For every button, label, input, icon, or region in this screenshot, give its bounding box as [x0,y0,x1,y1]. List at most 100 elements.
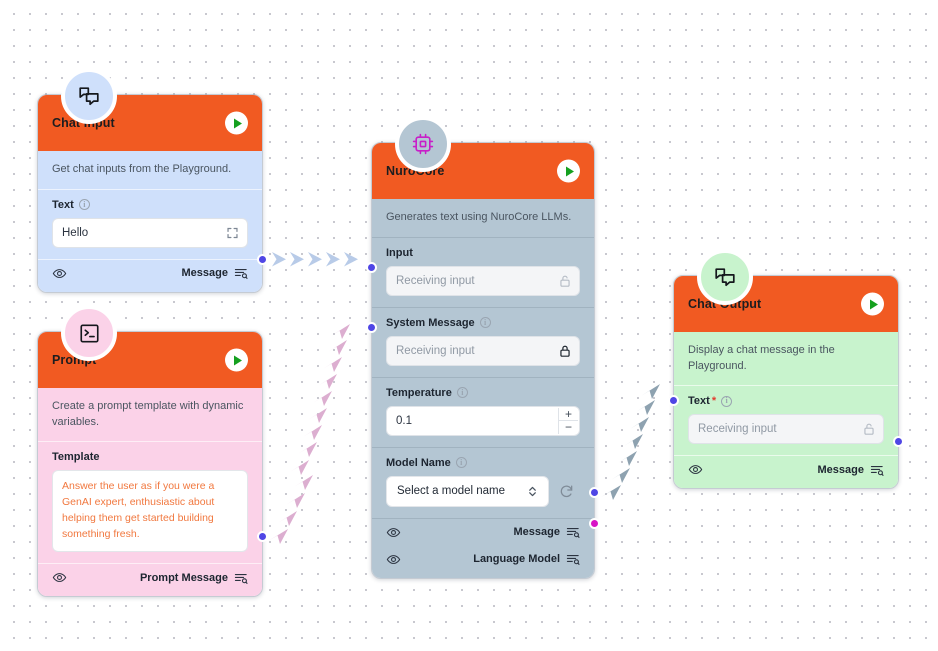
run-button[interactable] [861,292,884,316]
divider [674,385,898,387]
eye-icon[interactable] [52,570,67,585]
node-nurocore[interactable]: NuroCore Generates text using NuroCore L… [366,116,600,579]
field-system-message: System Message i Receiving input [372,308,594,377]
node-chat-input[interactable]: Chat Input Get chat inputs from the Play… [37,68,268,293]
input-handle-input[interactable] [366,262,377,273]
text-input[interactable]: Receiving input [688,414,884,445]
output-row-message: Message [38,260,262,287]
system-message-field[interactable]: Receiving input [386,335,580,366]
model-name-value: Select a model name [397,485,506,498]
output-port-label: Prompt Message [140,572,248,584]
output-row-message: Message [372,519,594,546]
input-handle-system-message[interactable] [366,322,377,333]
output-label-text: Prompt Message [139,571,228,584]
field-input: Input Receiving input [372,238,594,307]
template-textarea[interactable]: Answer the user as if you were a GenAI e… [52,470,248,553]
run-button[interactable] [225,111,248,135]
divider [372,236,594,238]
chat-bubbles-icon [715,268,735,287]
field-label: Text i [52,199,248,211]
info-icon[interactable]: i [456,387,468,399]
divider [38,441,262,443]
info-icon[interactable]: i [78,199,90,211]
field-label-text: Model Name [386,456,451,469]
expand-icon[interactable] [226,226,239,239]
field-label: Temperature i [386,387,580,399]
divider [372,517,594,519]
output-label-text: Message [181,267,228,280]
node-chat-output[interactable]: Chat Output Display a chat message in th… [668,249,904,490]
temperature-value: 0.1 [396,414,412,427]
output-list-icon [566,528,580,538]
info-icon[interactable]: i [721,395,733,407]
output-label-text: Message [513,526,560,539]
field-label-text: Template [52,451,100,464]
output-handle-message[interactable] [257,254,268,265]
divider [372,376,594,378]
output-row-message: Message [674,456,898,483]
edge-chat-input-arrows [272,252,358,267]
input-placeholder: Receiving input [698,423,777,436]
info-icon[interactable]: i [455,457,467,469]
node-prompt[interactable]: Prompt Create a prompt template with dyn… [37,305,268,598]
field-label-text: System Message [386,316,475,329]
cpu-chip-icon [412,133,434,155]
text-input-value: Hello [62,226,89,239]
info-icon[interactable]: i [479,317,491,329]
terminal-icon [79,323,99,343]
divider [38,258,262,260]
temperature-stepper[interactable]: + − [558,407,578,435]
output-row-language-model: Language Model [372,546,594,573]
node-description: Display a chat message in the Playground… [688,344,835,372]
text-input[interactable]: Hello [52,217,248,248]
output-handle-message[interactable] [893,436,904,447]
refresh-icon[interactable] [559,484,574,499]
lock-closed-icon [559,344,571,357]
play-icon [233,355,242,365]
lock-open-icon [863,423,875,436]
node-icon-badge [395,116,451,172]
model-name-select[interactable]: Select a model name [386,475,549,507]
temperature-input[interactable]: 0.1 + − [386,405,580,436]
field-label: Template [52,451,248,463]
field-label-text: Text [52,198,74,211]
divider [674,455,898,457]
node-icon-badge [61,68,117,124]
output-handle-language-model[interactable] [589,518,600,529]
eye-icon[interactable] [52,266,67,281]
field-label: Text * i [688,395,884,407]
output-list-icon [566,555,580,565]
divider [38,188,262,190]
output-list-icon [234,269,248,279]
output-handle-prompt-message[interactable] [257,531,268,542]
eye-icon[interactable] [688,462,703,477]
output-handle-message[interactable] [589,487,600,498]
eye-icon[interactable] [386,525,401,540]
output-label-text: Language Model [473,553,560,566]
node-icon-badge [697,249,753,305]
field-label-text: Input [386,246,413,259]
field-label: Model Name i [386,457,580,469]
divider [372,306,594,308]
stepper-increment[interactable]: + [559,408,578,422]
input-field[interactable]: Receiving input [386,265,580,296]
node-description: Generates text using NuroCore LLMs. [386,211,572,223]
edge-prompt-to-nurocore-arrows [268,324,350,544]
input-handle-text[interactable] [668,395,679,406]
node-description: Create a prompt template with dynamic va… [52,400,244,428]
field-label-text: Text [688,395,710,408]
field-text: Text * i Receiving input [674,386,898,455]
run-button[interactable] [225,348,248,372]
node-description: Get chat inputs from the Playground. [52,163,232,175]
output-list-icon [870,465,884,476]
field-template: Template Answer the user as if you were … [38,442,262,563]
input-placeholder: Receiving input [396,274,475,287]
eye-icon[interactable] [386,552,401,567]
run-button[interactable] [557,159,580,183]
stepper-decrement[interactable]: − [564,420,572,435]
field-text: Text i Hello [38,190,262,259]
output-label-text: Message [817,463,864,476]
output-port-label: Language Model [473,553,580,565]
output-list-icon [234,573,248,584]
